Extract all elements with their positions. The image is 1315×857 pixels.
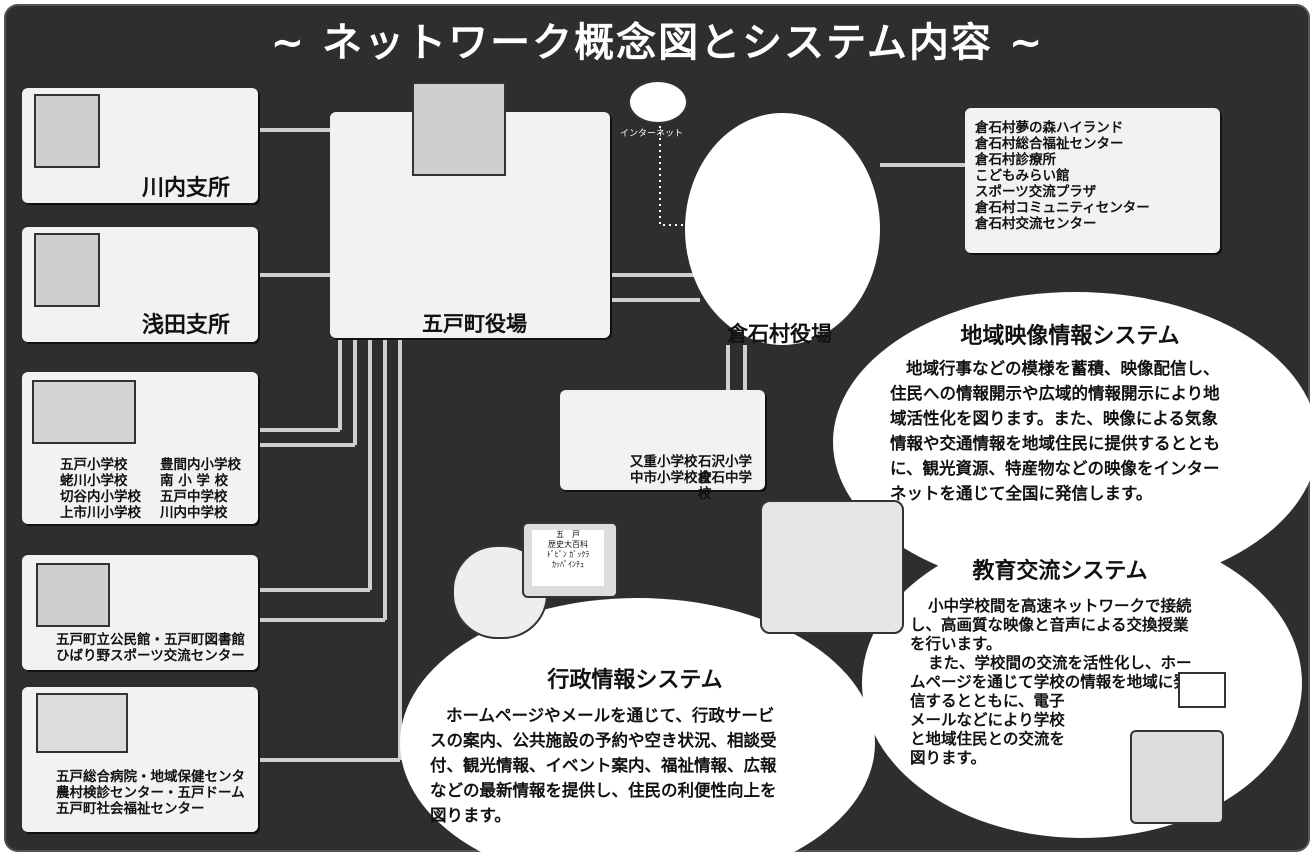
body-line: 図ります。: [430, 806, 511, 825]
admin-system-title: 行政情報システム: [547, 668, 723, 693]
education-system-bubble: [862, 528, 1302, 838]
asada-branch-label: 浅田支所: [142, 313, 231, 338]
building-icon: [34, 94, 100, 168]
diagram-title: ~ ネットワーク概念図とシステム内容 ~: [270, 20, 1045, 66]
school-label: 又重小学校: [630, 454, 698, 470]
body-line: 地域行事などの模様を蓄積、映像配信し、: [906, 359, 1220, 378]
computer-monitor-icon: 五 戸 歴史大百科 ﾄﾞﾋﾞﾝ ｶﾞｯｸﾗ ｶｯﾊﾟｲﾝﾁｭ: [522, 522, 618, 598]
internet-label: インターネット: [620, 129, 684, 139]
gonohe-town-office-box: 五戸町役場: [330, 82, 610, 338]
facility-label: 農村検診センター・五戸ドーム: [56, 785, 245, 801]
kuraishi-facilities-box: 倉石村夢の森ハイランド 倉石村総合福祉センター 倉石村診療所 こどもみらい館 ス…: [965, 108, 1220, 253]
screen-text: 五 戸 歴史大百科 ﾄﾞﾋﾞﾝ ｶﾞｯｸﾗ ｶｯﾊﾟｲﾝﾁｭ: [532, 530, 604, 586]
screen-line: 五 戸: [556, 530, 580, 539]
school-label: 中市小学校: [630, 470, 698, 486]
body-line: 域活性化を図ります。また、映像による気象: [890, 409, 1218, 428]
envelope-icon: [1178, 672, 1226, 708]
body-line: メールなどにより学校: [910, 711, 1065, 729]
school-label: 川内中学校: [160, 505, 228, 521]
screen-line: ｶｯﾊﾟｲﾝﾁｭ: [552, 560, 584, 569]
facility-label: 五戸総合病院・地域保健センター: [56, 769, 245, 801]
body-line: ムページを通じて学校の情報を地域に発: [910, 673, 1189, 691]
school-label: 五戸小学校: [60, 457, 128, 473]
building-icon: [34, 233, 100, 307]
school-label: 上市川小学校: [60, 505, 141, 521]
body-line: 付、観光情報、イベント案内、福祉情報、広報: [430, 756, 777, 775]
education-system-description: 小中学校間を高速ネットワークで接続 し、高画質な映像と音声による交換授業 を行い…: [910, 597, 1290, 768]
education-system-title: 教育交流システム: [972, 559, 1148, 584]
gonohe-office-label: 五戸町役場: [422, 312, 527, 336]
internet-globe-icon: [628, 80, 688, 124]
facility-label: 五戸町立公民館・五戸町図書館: [56, 632, 245, 648]
body-line: を行います。: [910, 635, 1002, 653]
school-label: 蛯川小学校: [60, 473, 128, 489]
facility-label: 倉石村総合福祉センター: [975, 136, 1124, 152]
community-center-box: 五戸町立公民館・五戸町図書館 ひばり野スポーツ交流センター: [22, 555, 258, 670]
school-label: 倉石中学校: [698, 470, 752, 502]
kuraishi-office-label: 倉石村役場: [727, 322, 832, 346]
school-label: 石沢小学校: [698, 454, 752, 486]
facility-label: 五戸町社会福祉センター: [56, 801, 205, 817]
facility-label: 倉石村診療所: [975, 152, 1056, 168]
video-system-title: 地域映像情報システム: [960, 324, 1180, 349]
body-line: スの案内、公共施設の予約や空き状況、相談受: [430, 731, 777, 750]
hospital-box: 五戸総合病院・地域保健センター 農村検診センター・五戸ドーム 五戸町社会福祉セン…: [22, 687, 258, 832]
facility-label: 倉石村交流センター: [975, 216, 1097, 232]
body-line: に、観光資源、特産物などの映像をインター: [890, 459, 1220, 478]
body-line: し、高画質な映像と音声による交換授業: [910, 616, 1189, 634]
school-label: 切谷内小学校: [60, 489, 141, 505]
body-line: 信するとともに、電子: [910, 692, 1065, 710]
kawauchi-branch-box: 川内支所: [22, 88, 258, 203]
hospital-building-icon: [36, 693, 128, 753]
body-line: ネットを通じて全国に発信します。: [890, 484, 1153, 503]
body-line: また、学校間の交流を活性化し、ホー: [928, 654, 1192, 672]
kuraishi-schools-box: 又重小学校 石沢小学校 中市小学校 倉石中学校: [560, 390, 765, 502]
facility-label: スポーツ交流プラザ: [975, 184, 1097, 200]
body-line: 図ります。: [910, 749, 986, 767]
facility-label: こどもみらい館: [975, 168, 1070, 184]
screen-line: 歴史大百科: [548, 540, 588, 549]
kawauchi-branch-label: 川内支所: [142, 176, 231, 201]
admin-system-description: ホームページやメールを通じて、行政サービ スの案内、公共施設の予約や空き状況、相…: [430, 703, 860, 828]
body-line: 情報や交通情報を地域住民に提供するととも: [890, 434, 1220, 453]
school-label: 五戸中学校: [160, 489, 228, 505]
body-line: と地域住民との交流を: [910, 730, 1065, 748]
gonohe-schools-box: 五戸小学校 豊間内小学校 蛯川小学校 南 小 学 校 切谷内小学校 五戸中学校 …: [22, 372, 258, 524]
school-building-icon: [32, 380, 136, 444]
school-label: 南 小 学 校: [160, 473, 229, 489]
screen-line: ﾄﾞﾋﾞﾝ ｶﾞｯｸﾗ: [546, 550, 590, 559]
building-icon: [36, 563, 110, 627]
girl-at-computer-icon: [760, 500, 904, 634]
body-line: 小中学校間を高速ネットワークで接続: [928, 597, 1192, 615]
body-line: ホームページやメールを通じて、行政サービ: [446, 706, 775, 725]
facility-label: ひばり野スポーツ交流センター: [56, 648, 245, 664]
kuraishi-office-bubble: 倉石村役場: [685, 113, 880, 346]
asada-branch-box: 浅田支所: [22, 227, 258, 342]
video-system-description: 地域行事などの模様を蓄積、映像配信し、 住民への情報開示や広域的情報開示により地…: [890, 356, 1300, 506]
body-line: などの最新情報を提供し、住民の利便性向上を: [430, 781, 777, 800]
facility-label: 倉石村夢の森ハイランド: [975, 120, 1124, 136]
town-office-building-icon: [412, 82, 506, 176]
facility-label: 倉石村コミュニティセンター: [975, 200, 1150, 216]
body-line: 住民への情報開示や広域的情報開示により地: [890, 384, 1220, 403]
student-at-computer-icon: [1130, 730, 1224, 824]
admin-system-bubble: [400, 598, 875, 857]
school-label: 豊間内小学校: [160, 457, 241, 473]
